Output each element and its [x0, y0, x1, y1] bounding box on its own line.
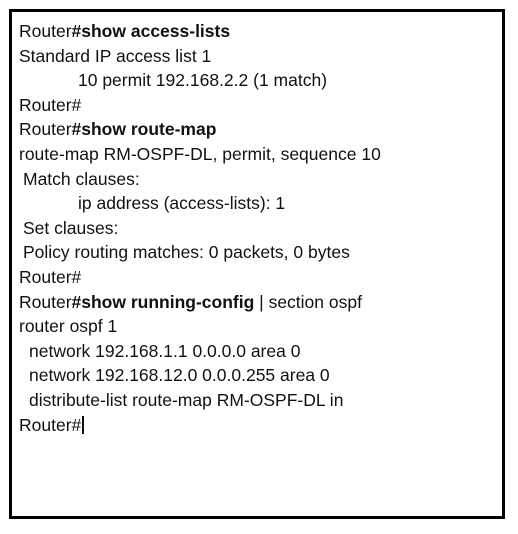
prompt: Router	[19, 291, 72, 312]
command-line-show-running-config: Router#show running-config | section osp…	[19, 290, 381, 315]
output-line: Set clauses:	[23, 217, 119, 238]
output-line: Standard IP access list 1	[19, 45, 212, 66]
output-line: router ospf 1	[19, 316, 118, 337]
terminal-output-panel: Router#show access-lists Standard IP acc…	[9, 9, 505, 519]
prompt: Router#	[19, 414, 82, 435]
active-prompt-line[interactable]: Router#	[19, 413, 381, 438]
command-line-show-route-map: Router#show route-map	[19, 117, 381, 142]
command-filter-text: | section ospf	[254, 291, 362, 312]
terminal-lines: Router#show access-lists Standard IP acc…	[19, 19, 381, 437]
command-line-show-access-lists: Router#show access-lists	[19, 19, 381, 44]
output-line: network 192.168.1.1 0.0.0.0 area 0	[29, 340, 301, 361]
prompt: Router	[19, 119, 72, 140]
output-line: 10 permit 192.168.2.2 (1 match)	[78, 70, 328, 91]
output-line: Policy routing matches: 0 packets, 0 byt…	[23, 242, 350, 263]
command-text: #show running-config	[71, 291, 255, 312]
prompt: Router	[19, 21, 72, 41]
prompt-line: Router#	[19, 266, 82, 287]
prompt-line: Router#	[19, 94, 82, 115]
text-cursor	[82, 415, 84, 434]
output-line: distribute-list route-map RM-OSPF-DL in	[29, 389, 344, 410]
output-line: ip address (access-lists): 1	[78, 193, 286, 214]
output-line: network 192.168.12.0 0.0.0.255 area 0	[29, 365, 330, 386]
output-line: Match clauses:	[23, 168, 140, 189]
command-text: #show access-lists	[71, 21, 231, 41]
output-line: route-map RM-OSPF-DL, permit, sequence 1…	[19, 143, 381, 164]
command-text: #show route-map	[71, 119, 217, 140]
